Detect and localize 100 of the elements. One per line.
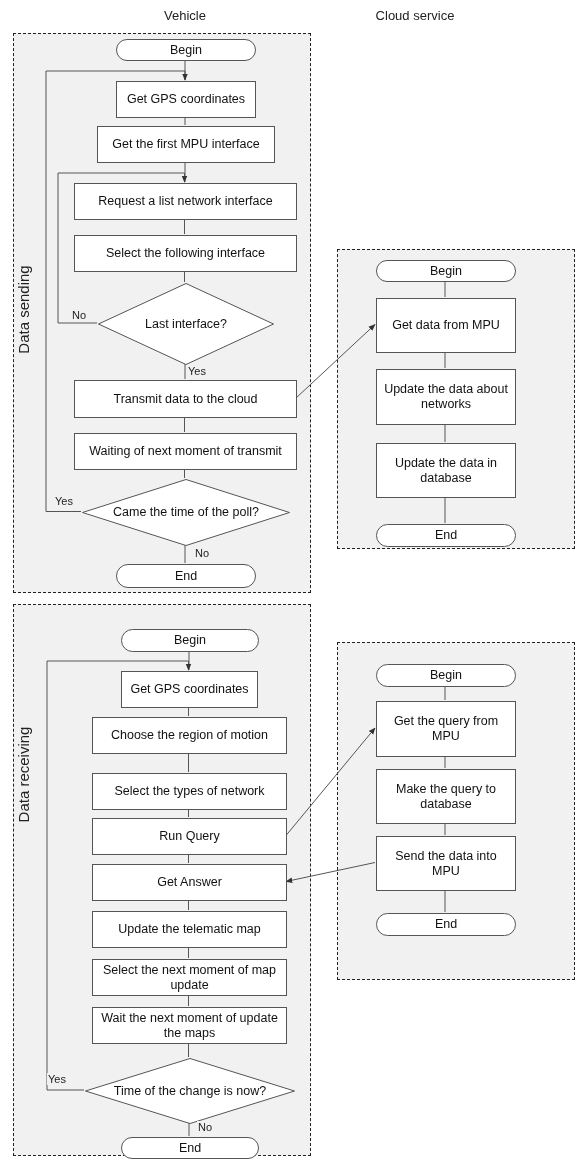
- step-label: Begin: [170, 42, 202, 58]
- connector-line: [444, 822, 446, 836]
- process-box: [376, 298, 516, 353]
- step-label: Update the telematic map: [118, 922, 261, 937]
- step-label: End: [178, 1140, 202, 1156]
- step-label: Request a list network interface: [98, 194, 273, 209]
- lane-title: Data receiving: [14, 726, 32, 823]
- step-label: Transmit data to the cloud: [113, 391, 258, 407]
- terminator-pill: [116, 39, 256, 61]
- process-box: [376, 369, 516, 425]
- process-box: [97, 126, 275, 163]
- connector-line: [188, 1042, 189, 1058]
- step-label: Wait the next moment of update the maps: [100, 1010, 279, 1041]
- terminator-pill: [121, 1137, 259, 1159]
- step-label: Select the types of network: [114, 784, 265, 799]
- step-label: Last interface?: [145, 316, 227, 332]
- connector-line: [188, 899, 189, 911]
- connector-line: [184, 363, 186, 380]
- decision-diamond: [82, 479, 290, 546]
- step-label: Get the first MPU interface: [112, 137, 260, 152]
- edge-label: No: [197, 1121, 214, 1134]
- arrow: [57, 172, 188, 324]
- edge-label: No: [194, 547, 211, 560]
- step-label: End: [434, 528, 458, 543]
- process-box: [92, 911, 287, 948]
- connector-line: [188, 706, 189, 717]
- step-label: Get GPS coordinates: [130, 682, 249, 697]
- step-label: End: [434, 917, 458, 932]
- connector-line: [184, 59, 186, 81]
- edge-label: No: [71, 309, 88, 322]
- connector-line: [188, 946, 189, 959]
- process-box: [116, 81, 256, 118]
- connector-line: [184, 270, 185, 283]
- terminator-pill: [121, 629, 259, 652]
- process-box: [92, 1007, 287, 1044]
- process-box: [92, 959, 287, 996]
- connector-line: [444, 496, 446, 524]
- connector-line: [188, 994, 189, 1007]
- terminator-pill: [376, 913, 516, 936]
- arrow: [285, 862, 376, 883]
- connector-line: [184, 468, 185, 479]
- step-label: Select the following interface: [105, 246, 266, 261]
- step-label: Make the query to database: [394, 781, 498, 812]
- step-label: Update the data in database: [393, 455, 499, 486]
- process-box: [74, 380, 297, 418]
- step-label: Waiting of next moment of transmit: [89, 444, 282, 459]
- process-box: [376, 836, 516, 891]
- process-box: [92, 717, 287, 754]
- step-label: Came the time of the poll?: [113, 505, 259, 520]
- terminator-pill: [376, 524, 516, 547]
- connector-line: [188, 1122, 190, 1137]
- edge-label: Yes: [187, 365, 207, 378]
- connector-line: [444, 280, 446, 298]
- terminator-pill: [376, 664, 516, 687]
- arrow: [45, 70, 188, 512]
- step-label: Begin: [174, 633, 206, 648]
- process-box: [92, 773, 287, 810]
- step-label: Select the next moment of map update: [102, 962, 277, 993]
- connector-line: [184, 416, 185, 433]
- connector-line: [184, 218, 185, 235]
- connector-line: [444, 755, 446, 769]
- edge-label: Yes: [47, 1073, 67, 1086]
- swimlane-panel: [337, 642, 575, 980]
- swimlane-panel: [337, 249, 575, 549]
- process-box: [121, 671, 258, 708]
- arrow: [46, 660, 192, 1091]
- process-box: [92, 864, 287, 901]
- column-heading: Cloud service: [374, 8, 456, 23]
- swimlane-panel: [13, 33, 311, 593]
- connector-line: [184, 161, 186, 183]
- connector-line: [188, 853, 189, 864]
- decision-diamond: [85, 1058, 295, 1124]
- connector-line: [184, 544, 186, 564]
- step-label: Choose the region of motion: [110, 728, 268, 743]
- terminator-pill: [376, 260, 516, 282]
- connector-line: [188, 752, 189, 773]
- connector-line: [188, 808, 189, 818]
- lane-title: Data sending: [14, 265, 32, 354]
- step-label: End: [174, 568, 198, 584]
- connector-line: [444, 889, 446, 913]
- connector-line: [188, 650, 190, 671]
- step-label: Get the query from MPU: [392, 714, 500, 744]
- step-label: Time of the change is now?: [113, 1083, 267, 1099]
- step-label: Update the data about networks: [383, 382, 509, 412]
- process-box: [74, 183, 297, 220]
- connector-line: [444, 423, 446, 443]
- step-label: Begin: [430, 668, 462, 683]
- process-box: [376, 443, 516, 498]
- step-label: Send the data into MPU: [394, 848, 498, 879]
- edge-label: Yes: [54, 495, 74, 508]
- arrow: [295, 324, 376, 399]
- swimlane-panel: [13, 604, 311, 1156]
- step-label: Get data from MPU: [392, 318, 500, 333]
- step-label: Get GPS coordinates: [126, 92, 246, 107]
- decision-diamond: [98, 283, 274, 365]
- step-label: Run Query: [159, 829, 220, 844]
- step-label: Get Answer: [157, 875, 222, 890]
- process-box: [92, 818, 287, 855]
- connector-line: [444, 685, 446, 701]
- process-box: [74, 433, 297, 470]
